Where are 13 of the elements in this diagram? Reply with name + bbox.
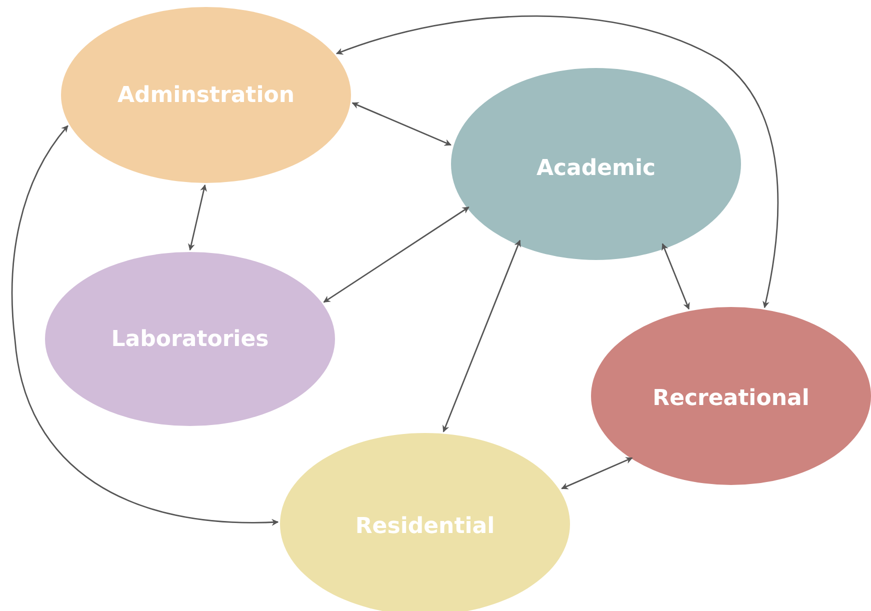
double-arrow [188,184,207,251]
double-arrow [662,243,690,310]
node-label: Recreational [652,386,810,410]
double-arrow [323,206,470,303]
double-arrow [442,240,521,432]
node-label: Laboratories [111,326,269,352]
node-label: Academic [536,156,656,180]
node-label: Adminstration [117,82,295,108]
double-arrow [561,457,633,490]
double-arrow [11,125,279,526]
double-arrow [336,15,778,308]
node-label: Residential [355,514,495,538]
double-arrow [352,102,452,146]
